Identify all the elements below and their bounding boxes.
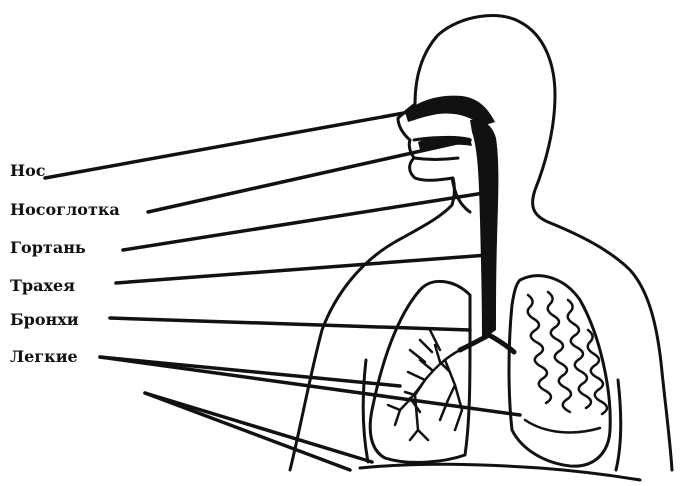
bronchi [460,335,514,352]
rib-mark-left [363,360,368,462]
leader-line-lungs-3 [145,393,372,462]
leader-line-lungs-2 [100,357,520,415]
rib-mark-right [616,380,621,470]
label-nasopharynx: Носоглотка [10,202,120,218]
label-nose: Нос [10,163,46,179]
label-lungs: Легкие [10,349,78,365]
label-larynx: Гортань [10,240,86,256]
leader-lines [45,113,520,470]
leader-line-lungs-1 [100,357,400,386]
left-lung [370,281,470,462]
label-trachea: Трахея [10,278,75,294]
diaphragm [360,464,640,480]
right-lung-texture [525,292,607,433]
trachea [470,120,498,340]
leader-line-trachea [116,255,488,283]
leader-line-lungs-4 [145,393,350,470]
label-bronchi: Бронхи [10,312,79,328]
right-lung [509,276,610,466]
leader-line-bronchi [110,318,470,330]
